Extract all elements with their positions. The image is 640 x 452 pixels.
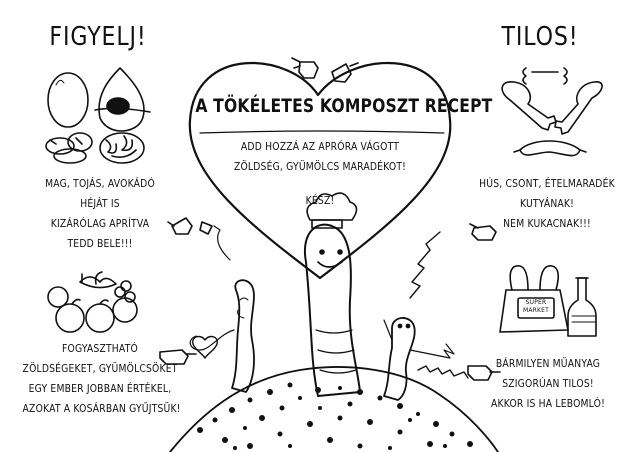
worm-icon <box>189 221 255 393</box>
bone-icon <box>522 67 568 85</box>
pointing-hand-icon <box>291 57 359 83</box>
right-block-2-line: BÁRMILYEN MŰANYAG <box>495 358 601 370</box>
right-block-1-line: KUTYÁNAK! <box>519 198 575 210</box>
recipe-title: A TÖKÉLETES KOMPOSZT RECEPT <box>195 95 493 117</box>
chicken-leg-icon <box>501 81 603 135</box>
walnut-icon <box>99 132 145 164</box>
recipe-instructions: ADD HOZZÁ AZ APRÓRA VÁGOTT ZÖLDSÉG, GYÜM… <box>214 137 425 177</box>
pointing-hand-icon <box>469 223 497 241</box>
right-block-2: BÁRMILYEN MŰANYAG SZIGORÚAN TILOS! AKKOR… <box>478 354 619 414</box>
bag-label-line: MARKET <box>522 307 550 314</box>
heart-icon <box>188 61 452 280</box>
egg-icon <box>47 72 89 128</box>
pointing-hand-icon <box>159 349 197 365</box>
left-heading: FIGYELJ! <box>49 22 147 52</box>
zigzag-decoration <box>409 231 441 299</box>
pointing-hand-icon <box>467 365 501 381</box>
right-block-1-line: NEM KUKACNAK!!! <box>503 218 591 230</box>
compost-pile-icon <box>169 366 499 452</box>
left-block-1-line: TEDD BELE!!! <box>67 238 133 250</box>
left-block-2: FOGYASZTHATÓ ZÖLDSÉGEKET, GYÜMÖLCSÖKET E… <box>22 339 181 419</box>
fruit-bowl-icon <box>47 271 138 333</box>
right-block-2-line: AKKOR IS HA LEBOMLÓ! <box>490 398 606 410</box>
worm-icon <box>303 223 361 397</box>
recipe-done: KÉSZ! <box>305 195 335 207</box>
avocado-icon <box>94 67 151 132</box>
left-block-1-line: MAG, TOJÁS, AVOKÁDÓ <box>45 178 155 190</box>
left-block-2-line: AZOKAT A KOSÁRBAN GYŰJTSÜK! <box>22 403 181 415</box>
seeds-icon <box>45 132 93 164</box>
worm-icon <box>383 317 455 401</box>
sausage-icon <box>513 140 587 157</box>
bag-label-line: SUPER <box>525 299 547 306</box>
right-block-2-line: SZIGORÚAN TILOS! <box>502 378 594 390</box>
left-block-1: MAG, TOJÁS, AVOKÁDÓ HÉJÁT IS KIZÁRÓLAG A… <box>30 174 171 254</box>
left-block-2-line: ZÖLDSÉGEKET, GYÜMÖLCSÖKET <box>22 363 178 375</box>
bottle-icon <box>567 277 597 337</box>
zigzag-decoration <box>417 365 469 379</box>
pointing-hand-icon <box>167 217 193 235</box>
chef-hat-icon <box>306 192 358 229</box>
instruction-line: ADD HOZZÁ AZ APRÓRA VÁGOTT <box>240 141 400 153</box>
bag-label: SUPER MARKET <box>516 299 556 315</box>
instruction-line: ZÖLDSÉG, GYÜMÖLCS MARADÉKOT! <box>233 161 407 173</box>
left-block-2-line: EGY EMBER JOBBAN ÉRTÉKEL, <box>28 383 172 395</box>
right-block-1: HÚS, CSONT, ÉTELMARADÉK KUTYÁNAK! NEM KU… <box>472 174 622 234</box>
right-heading: TILOS! <box>501 22 579 52</box>
title-underline <box>199 130 445 134</box>
left-block-1-line: HÉJÁT IS <box>80 198 120 210</box>
left-block-1-line: KIZÁRÓLAG APRÍTVA <box>50 218 150 230</box>
left-block-2-line: FOGYASZTHATÓ <box>62 343 138 355</box>
right-block-1-line: HÚS, CSONT, ÉTELMARADÉK <box>479 178 615 190</box>
heart-icon <box>192 335 218 359</box>
